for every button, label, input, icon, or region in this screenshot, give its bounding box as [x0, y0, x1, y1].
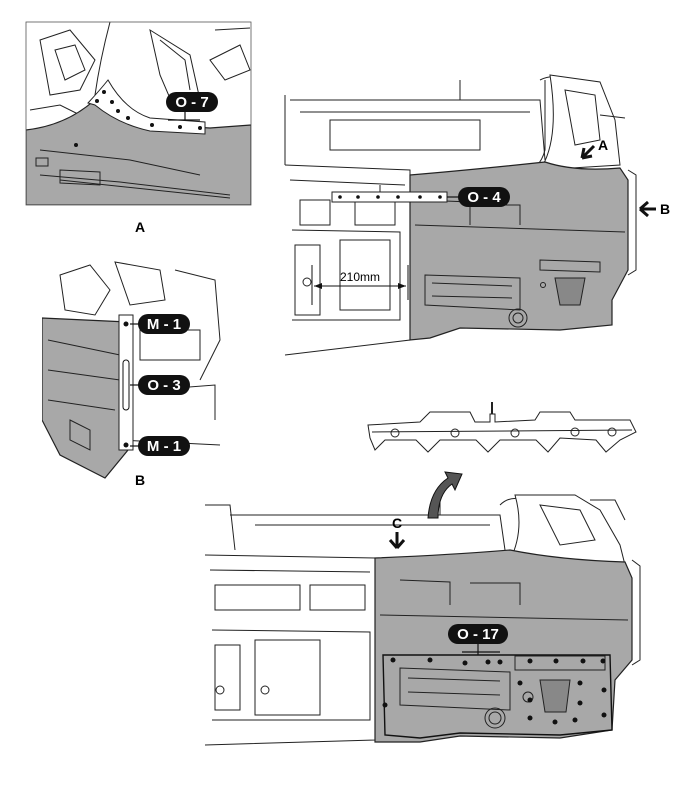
spot-weld-icon [123, 321, 129, 448]
spot-weld-icon [338, 195, 442, 199]
view-marker-c: C [392, 515, 402, 531]
detail-a-caption: A [135, 219, 145, 235]
rail-part [367, 402, 637, 453]
arrow-icon [580, 144, 596, 160]
spot-weld-icon [74, 90, 202, 147]
detail-a: O - 7 [25, 21, 252, 206]
arrow-icon [388, 532, 406, 549]
callout-o7: O - 7 [175, 94, 208, 111]
view-marker-b: B [660, 201, 670, 217]
main-view-top: O - 4 210mm A B [284, 74, 670, 356]
curved-arrow-icon [427, 471, 463, 519]
spot-weld-icon [382, 657, 607, 725]
detail-b: M - 1 O - 3 M - 1 [42, 259, 222, 479]
view-marker-a: A [598, 137, 608, 153]
dimension-210mm: 210mm [340, 270, 380, 284]
arrow-icon [639, 200, 656, 218]
detail-b-caption: B [135, 472, 145, 488]
callout-m1-bottom: M - 1 [147, 438, 181, 455]
callout-o4: O - 4 [467, 189, 501, 206]
main-view-bottom: O - 17 C [204, 471, 641, 746]
callout-o3: O - 3 [147, 377, 180, 394]
callout-o17: O - 17 [457, 626, 499, 643]
callout-m1-top: M - 1 [147, 316, 181, 333]
